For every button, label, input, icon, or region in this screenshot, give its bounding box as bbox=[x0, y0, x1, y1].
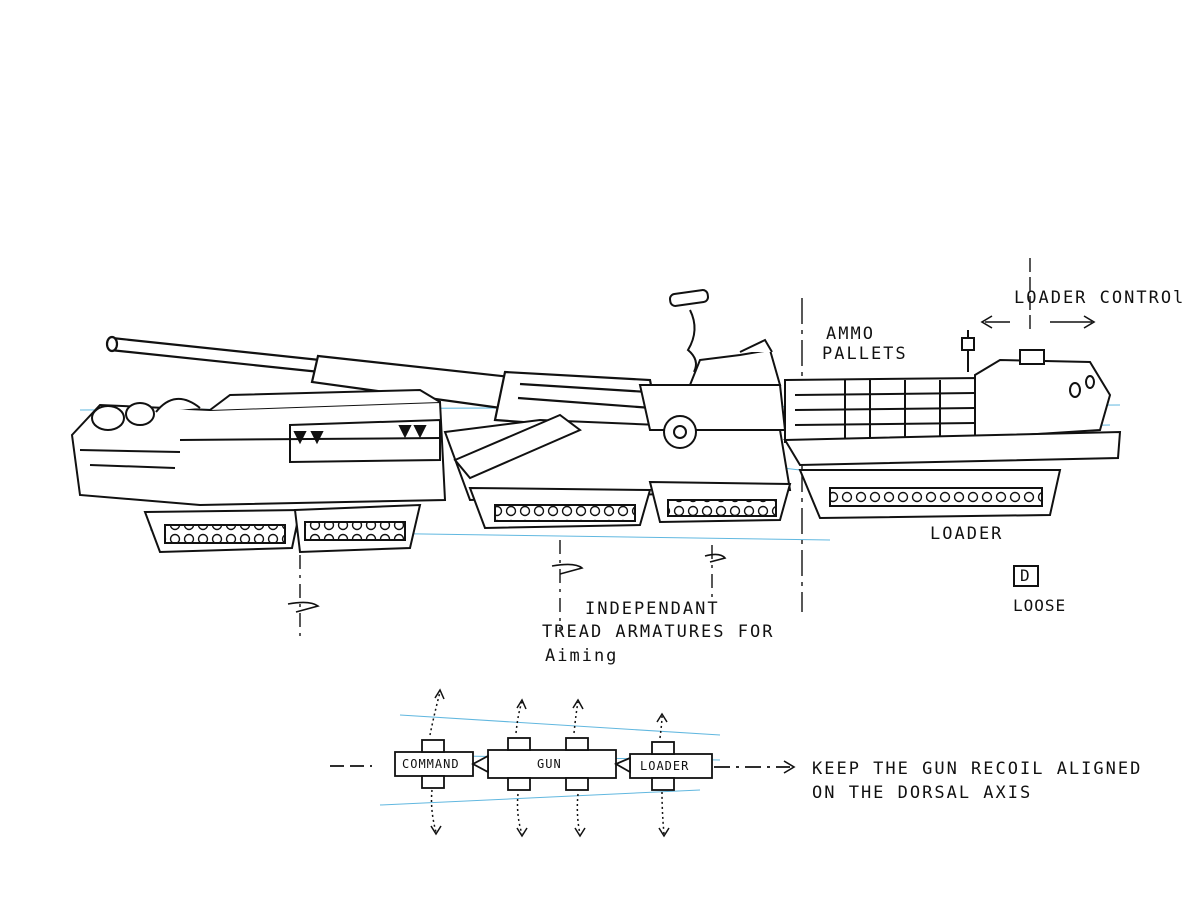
loader-label: LOADER bbox=[930, 524, 1004, 544]
recoil-note-line2: ON THE DORSAL AXIS bbox=[812, 783, 1033, 803]
loader-control-arrows bbox=[980, 315, 1096, 329]
gun-treads bbox=[468, 480, 792, 530]
main-gun-barrel bbox=[105, 335, 662, 434]
schematic-swivel-arrows bbox=[429, 688, 670, 838]
recoil-note-line1: KEEP THE GUN RECOIL ALIGNED bbox=[812, 759, 1143, 779]
loader-treads bbox=[798, 469, 1062, 520]
schematic-loader-label: LOADER bbox=[640, 759, 690, 773]
command-treads bbox=[143, 503, 422, 554]
ammo-pallets-label-line2: PALLETS bbox=[822, 344, 908, 364]
gun-vehicle bbox=[443, 289, 792, 502]
independant-label-line2: TREAD ARMATURES FOR bbox=[542, 622, 775, 642]
ammo-pallets-label-line1: AMMO bbox=[826, 324, 875, 344]
top-down-schematic bbox=[330, 737, 790, 791]
aiming-arrows bbox=[287, 553, 727, 613]
loader-vehicle bbox=[783, 330, 1122, 467]
signature-name: LOOSE bbox=[1013, 596, 1067, 615]
independant-label-line3: Aiming bbox=[545, 646, 619, 666]
schematic-gun-label: GUN bbox=[537, 757, 562, 771]
signature-box bbox=[1013, 565, 1039, 587]
note-leader-arrow bbox=[783, 760, 796, 774]
schematic-command-label: COMMAND bbox=[402, 757, 460, 771]
command-vehicle bbox=[70, 388, 447, 507]
signature-mark: D bbox=[1020, 566, 1031, 585]
independant-label-line1: INDEPENDANT bbox=[585, 599, 720, 619]
loader-control-label: LOADER CONTROl bbox=[1014, 288, 1186, 308]
